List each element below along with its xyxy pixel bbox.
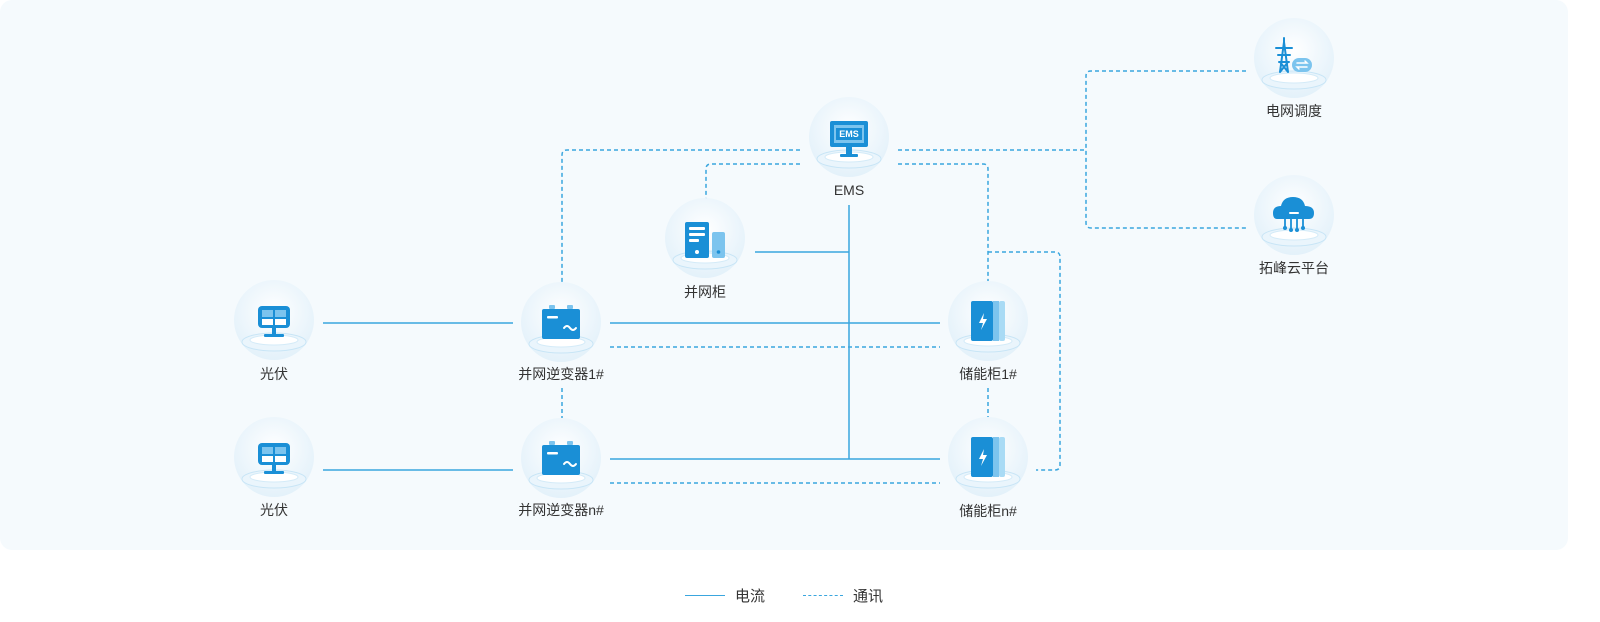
- comm-line-external-bus: [1085, 70, 1246, 229]
- node-storage2: [947, 416, 1029, 498]
- label-storage2: 储能柜n#: [959, 503, 1017, 519]
- topology-diagram: EMS: [233, 17, 1335, 499]
- node-grid-cabinet: [664, 197, 746, 279]
- label-grid-dispatch: 电网调度: [1266, 103, 1322, 119]
- node-ems: EMS: [808, 96, 890, 178]
- solar-panel-icon: [258, 306, 290, 337]
- label-ems: EMS: [833, 182, 865, 198]
- label-storage1: 储能柜1#: [959, 366, 1017, 382]
- node-inverter2: [520, 417, 602, 499]
- comm-line-storage-loop: [988, 251, 1061, 471]
- node-tuofeng-cloud: [1253, 174, 1335, 256]
- legend: 电流 通讯: [0, 585, 1568, 606]
- node-pv2: [233, 416, 315, 498]
- node-pv1: [233, 279, 315, 361]
- node-grid-dispatch: [1253, 17, 1335, 99]
- solar-panel-icon: [258, 443, 290, 474]
- label-pv1: 光伏: [260, 366, 288, 382]
- battery-cabinet-icon: [971, 301, 1005, 341]
- solid-line-icon: [684, 595, 725, 596]
- monitor-icon: EMS: [830, 121, 868, 157]
- label-inverter1: 并网逆变器1#: [518, 366, 604, 382]
- inverter-icon: [542, 441, 580, 475]
- comm-line-ems-inverter1: [561, 149, 800, 283]
- server-cabinet-icon: [685, 222, 725, 258]
- comm-line-ems-storage1: [898, 163, 989, 283]
- node-inverter1: [520, 281, 602, 363]
- cloud-icon: [1273, 197, 1314, 232]
- connections: [323, 70, 1246, 484]
- comm-line-ems-grid-cabinet: [705, 163, 800, 205]
- label-inverter2: 并网逆变器n#: [518, 502, 604, 518]
- legend-label-communication: 通讯: [853, 588, 884, 605]
- label-pv2: 光伏: [260, 502, 288, 518]
- node-storage1: [947, 280, 1029, 362]
- label-tuofeng-cloud: 拓峰云平台: [1259, 260, 1329, 276]
- legend-item-communication: 通讯: [803, 585, 883, 606]
- inverter-icon: [542, 305, 580, 339]
- transmission-tower-icon: [1275, 37, 1312, 73]
- battery-cabinet-icon: [971, 437, 1005, 477]
- label-grid-cabinet: 并网柜: [684, 284, 726, 300]
- legend-item-current: 电流: [684, 585, 765, 606]
- legend-label-current: 电流: [734, 588, 765, 605]
- dashed-line-icon: [803, 595, 843, 596]
- ems-badge: EMS: [839, 129, 859, 139]
